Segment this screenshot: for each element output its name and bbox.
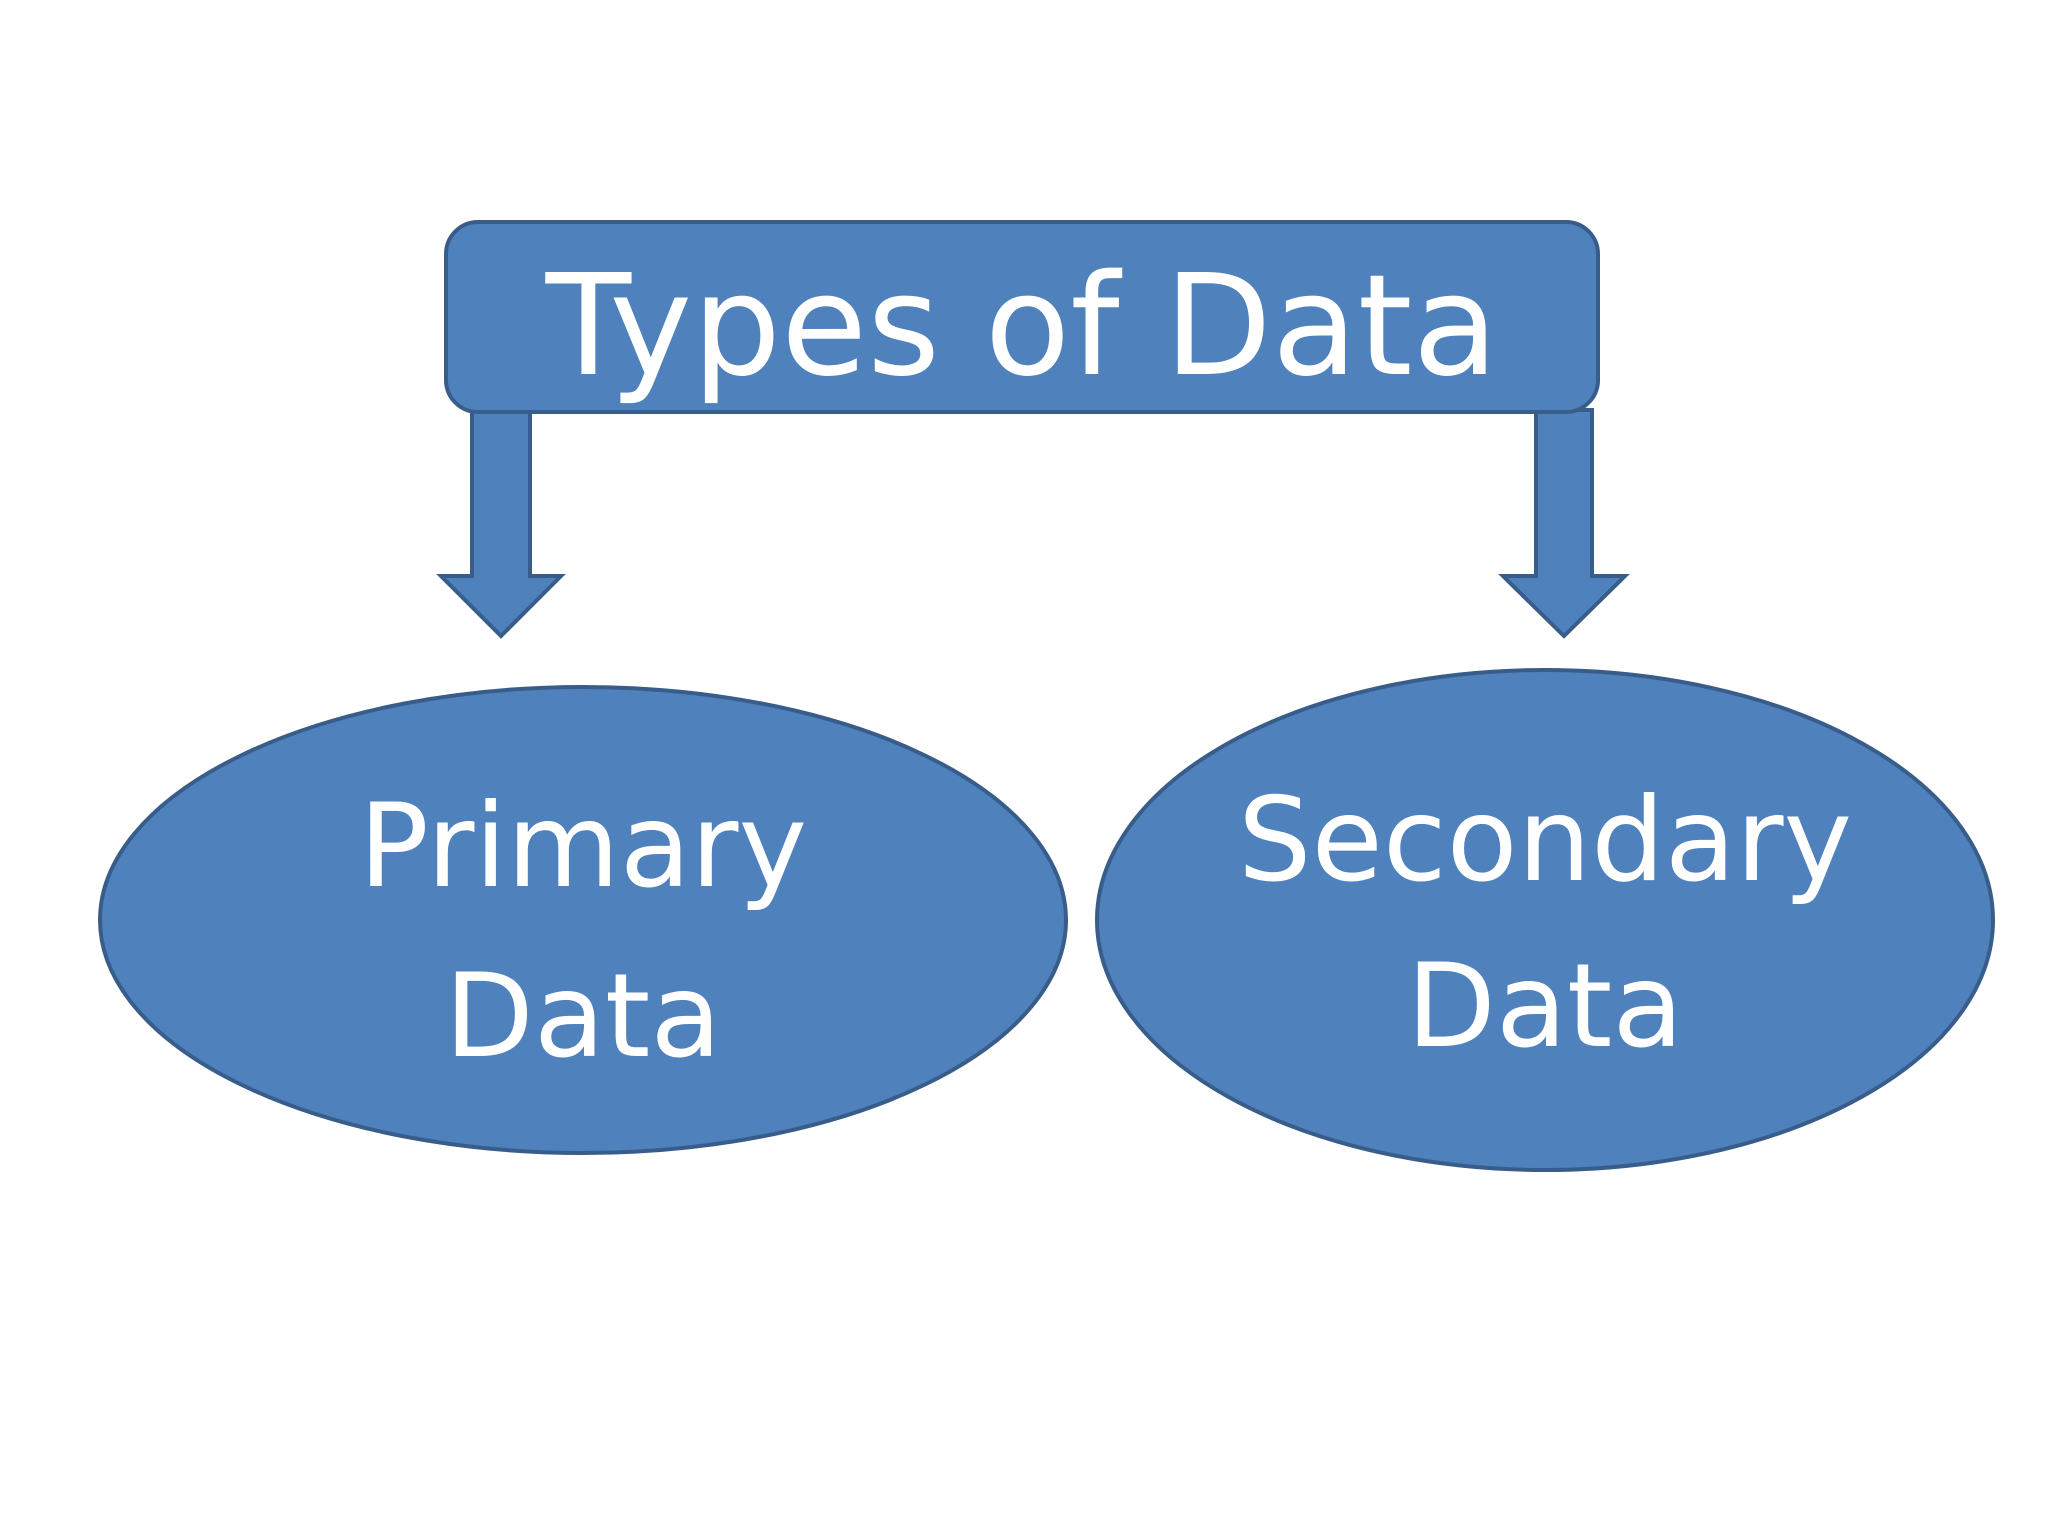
- primary-data-ellipse: [98, 685, 1068, 1155]
- secondary-data-ellipse: [1095, 668, 1995, 1172]
- primary-data-line2: Data: [445, 949, 722, 1084]
- arrow-to-primary: [436, 404, 566, 639]
- title-text: Types of Data: [545, 245, 1499, 408]
- title-box: [444, 220, 1600, 414]
- arrow-to-secondary: [1498, 408, 1630, 639]
- secondary-data-line2: Data: [1407, 939, 1684, 1074]
- primary-data-line1: Primary: [359, 779, 807, 914]
- secondary-data-line1: Secondary: [1238, 773, 1852, 908]
